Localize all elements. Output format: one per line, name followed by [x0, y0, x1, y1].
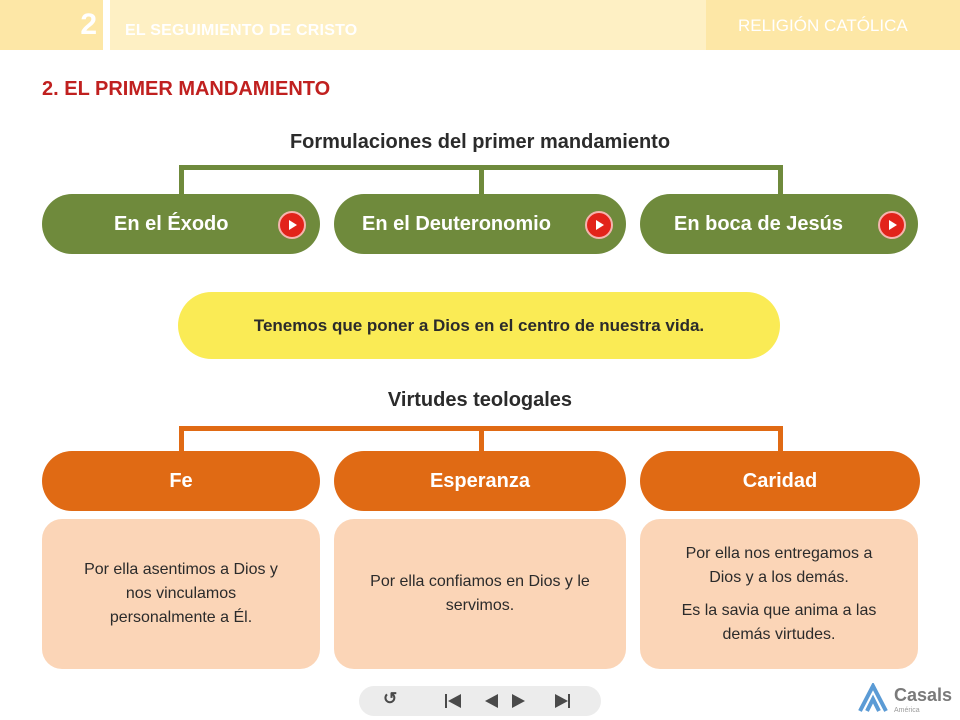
subject-name: RELIGIÓN CATÓLICA — [738, 16, 908, 35]
formulation-exodo-label: En el Éxodo — [114, 213, 229, 235]
formulations-heading: Formulaciones del primer mandamiento — [289, 131, 671, 153]
virtue-caridad: Caridad — [640, 451, 920, 511]
virtues-heading: Virtudes teologales — [387, 389, 573, 411]
formulation-jesus-label: En boca de Jesús — [674, 213, 843, 235]
unit-title: EL SEGUIMIENTO DE CRISTO — [125, 22, 358, 39]
play-icon[interactable] — [878, 211, 906, 239]
section-title: 2. EL PRIMER MANDAMIENTO — [42, 78, 331, 100]
play-icon[interactable] — [585, 211, 613, 239]
virtue-caridad-text-1: Por ella nos entregamos a Dios y a los d… — [685, 544, 873, 586]
unit-number: 2 — [80, 8, 97, 41]
virtue-esperanza-text: Por ella confiamos en Dios y le servimos… — [370, 573, 590, 614]
unit-number-box: 2 — [0, 0, 103, 50]
top-bar: 2 EL SEGUIMIENTO DE CRISTO RELIGIÓN CATÓ… — [0, 0, 960, 50]
virtue-esperanza: Esperanza — [334, 451, 626, 511]
key-message-banner: Tenemos que poner a Dios en el centro de… — [178, 292, 780, 359]
last-page-icon[interactable] — [555, 692, 571, 710]
return-icon[interactable]: ↺ — [383, 689, 398, 708]
formulation-deuteronomio[interactable]: En el Deuteronomio — [334, 194, 626, 254]
first-page-icon[interactable] — [445, 692, 461, 710]
formulation-deuteronomio-label: En el Deuteronomio — [362, 213, 551, 235]
virtue-fe: Fe — [42, 451, 320, 511]
formulation-jesus[interactable]: En boca de Jesús — [640, 194, 918, 254]
subject-box: RELIGIÓN CATÓLICA — [706, 0, 960, 50]
play-icon[interactable] — [278, 211, 306, 239]
navigation-bar: ↺ — [359, 686, 601, 716]
formulation-exodo[interactable]: En el Éxodo — [42, 194, 320, 254]
virtue-caridad-card: Por ella nos entregamos a Dios y a los d… — [640, 519, 918, 669]
virtue-esperanza-card: Por ella confiamos en Dios y le servimos… — [334, 519, 626, 669]
publisher-logo: Casals América — [858, 681, 954, 717]
previous-icon[interactable] — [485, 694, 498, 708]
virtue-caridad-text-2: Es la savia que anima a las demás virtud… — [681, 601, 877, 643]
logo-name: Casals — [894, 685, 953, 705]
logo-subtitle: América — [894, 707, 920, 714]
next-icon[interactable] — [512, 694, 525, 708]
unit-title-box: EL SEGUIMIENTO DE CRISTO — [110, 0, 706, 50]
virtue-fe-text: Por ella asentimos a Dios y nos vinculam… — [84, 561, 278, 626]
casals-logo-icon — [858, 681, 888, 712]
virtue-fe-card: Por ella asentimos a Dios y nos vinculam… — [42, 519, 320, 669]
